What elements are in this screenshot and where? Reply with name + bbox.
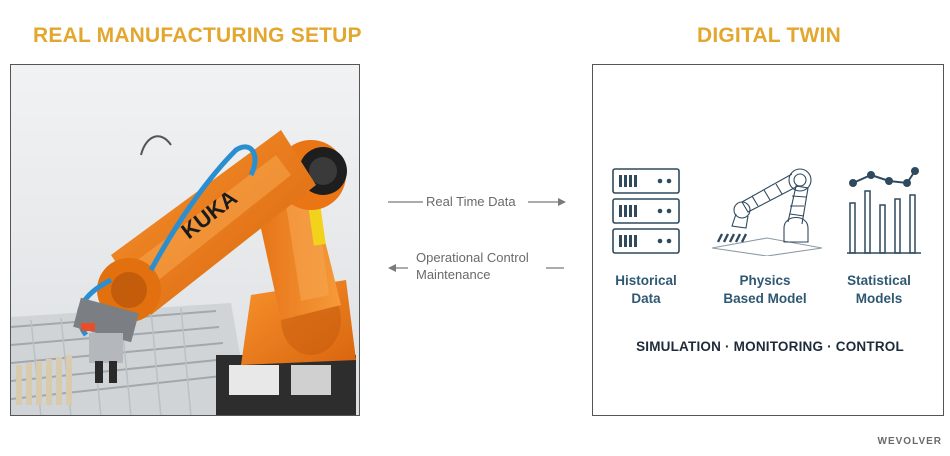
right-arrow-icon xyxy=(388,198,566,206)
bullet-separator: · xyxy=(827,339,836,354)
maintenance-label: Maintenance xyxy=(416,267,491,282)
historical-data-label: Historical Data xyxy=(615,273,677,306)
real-time-data-flow: Real Time Data xyxy=(388,190,568,214)
real-setup-title: REAL MANUFACTURING SETUP xyxy=(33,24,362,47)
mode-simulation: SIMULATION xyxy=(636,339,722,354)
mode-monitoring: MONITORING xyxy=(733,339,824,354)
robot-arm-wireframe-icon xyxy=(712,168,822,256)
industrial-robot-illustration: KUKA xyxy=(11,65,359,415)
robot-photo-panel: KUKA xyxy=(10,64,360,416)
twin-modes: SIMULATION · MONITORING · CONTROL xyxy=(600,339,940,354)
left-arrow-icon xyxy=(388,264,564,272)
wevolver-brand: WEVOLVER xyxy=(877,436,942,447)
statistical-models-label: Statistical Models xyxy=(847,273,911,306)
digital-twin-title: DIGITAL TWIN xyxy=(697,24,841,47)
operational-control-flow: Operational Control Maintenance xyxy=(388,248,568,288)
mode-control: CONTROL xyxy=(835,339,904,354)
real-time-data-label: Real Time Data xyxy=(426,194,516,209)
physics-based-model-label: Physics Based Model xyxy=(723,273,807,306)
server-stack-icon xyxy=(612,168,680,254)
operational-control-label: Operational Control xyxy=(416,250,529,265)
bar-line-chart-icon xyxy=(847,167,921,254)
bullet-separator: · xyxy=(725,339,734,354)
